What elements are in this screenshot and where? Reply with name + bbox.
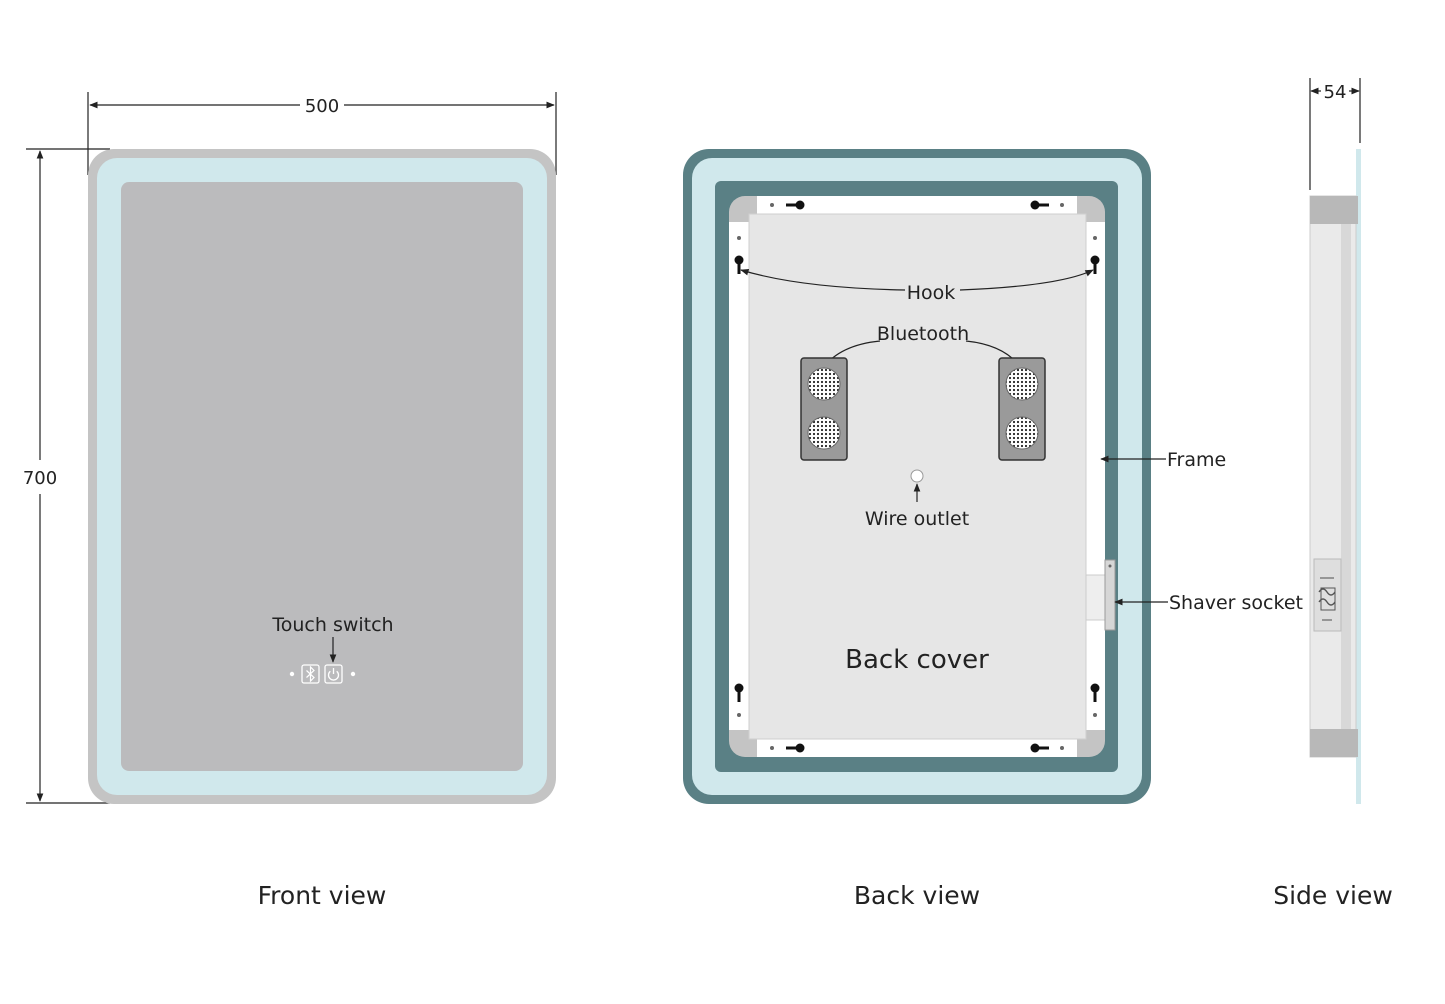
hook-icon <box>734 255 1100 702</box>
back-cover-label: Back cover <box>845 645 989 675</box>
side-view-caption: Side view <box>1273 881 1393 910</box>
speaker-grille-icon <box>1005 367 1039 401</box>
left-mount-strip <box>729 222 749 730</box>
side-top-bracket <box>1310 196 1358 224</box>
touch-switch-panel[interactable] <box>289 664 356 684</box>
depth-dimension: 54 <box>1309 78 1361 190</box>
bluetooth-speaker-left <box>800 357 848 461</box>
hook-label: Hook <box>907 282 956 304</box>
bottom-mount-strip <box>757 739 1077 757</box>
height-value: 700 <box>23 468 57 489</box>
front-view: 500 700 Touch switch <box>23 92 557 910</box>
side-view: 54 Side view <box>1273 78 1393 910</box>
shaver-socket-label: Shaver socket <box>1169 592 1303 614</box>
bluetooth-label: Bluetooth <box>877 323 969 345</box>
power-icon[interactable] <box>324 664 343 684</box>
width-value: 500 <box>305 96 339 117</box>
frame-label: Frame <box>1167 449 1226 471</box>
bluetooth-icon[interactable] <box>301 664 320 684</box>
height-dimension: 700 <box>23 148 110 804</box>
touch-switch-label: Touch switch <box>271 614 393 636</box>
shaver-socket <box>1085 559 1116 631</box>
side-shaver-socket <box>1313 558 1342 632</box>
wire-outlet <box>910 469 924 483</box>
speaker-grille-icon <box>807 367 841 401</box>
depth-value: 54 <box>1324 82 1347 103</box>
wire-outlet-label: Wire outlet <box>865 508 969 530</box>
screws <box>737 203 1097 750</box>
top-mount-strip <box>757 196 1077 214</box>
mirror-glass <box>121 182 523 771</box>
width-dimension: 500 <box>87 92 557 175</box>
side-glass <box>1356 149 1361 804</box>
front-view-caption: Front view <box>258 881 387 910</box>
speaker-grille-icon <box>1005 416 1039 450</box>
hook-icon <box>786 200 1049 753</box>
bluetooth-speaker-right <box>998 357 1046 461</box>
side-inner-rail <box>1341 224 1351 729</box>
back-view: Hook Bluetooth Wire outlet Frame <box>683 149 1303 910</box>
back-view-caption: Back view <box>854 881 980 910</box>
side-bottom-bracket <box>1310 729 1358 757</box>
right-mount-strip <box>1086 222 1105 730</box>
speaker-grille-icon <box>807 416 841 450</box>
